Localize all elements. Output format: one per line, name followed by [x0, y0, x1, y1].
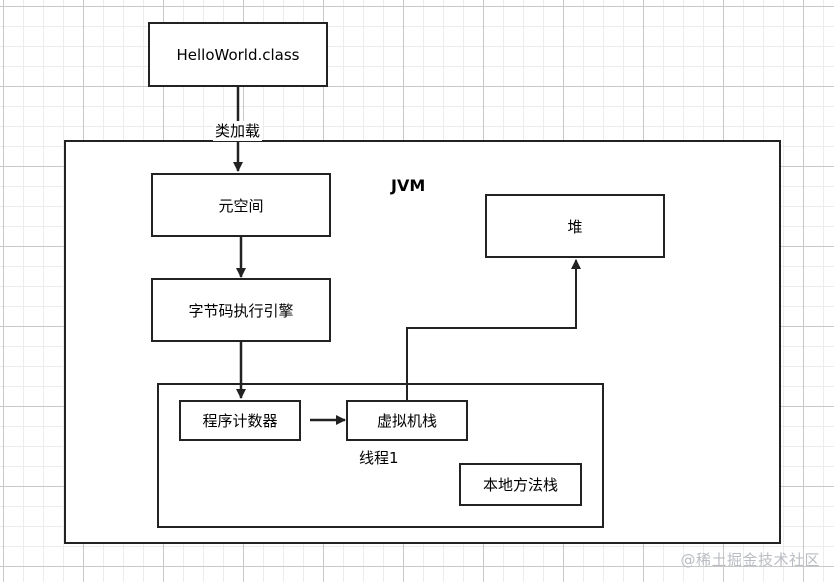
thread-label: 线程1: [359, 449, 399, 467]
class-loading-label: 类加载: [213, 121, 263, 141]
native-method-stack-node: 本地方法栈: [459, 463, 582, 506]
helloworld-class-node: HelloWorld.class: [148, 22, 328, 87]
program-counter-node: 程序计数器: [179, 400, 301, 441]
arrow-vmstack-to-heap: [406, 259, 581, 400]
vm-stack-node: 虚拟机栈: [346, 400, 468, 441]
execution-engine-node: 字节码执行引擎: [151, 278, 331, 342]
jvm-title: JVM: [391, 176, 426, 195]
heap-node: 堆: [485, 194, 665, 258]
watermark: @稀土掘金技术社区: [680, 551, 820, 569]
metaspace-node: 元空间: [151, 173, 331, 237]
